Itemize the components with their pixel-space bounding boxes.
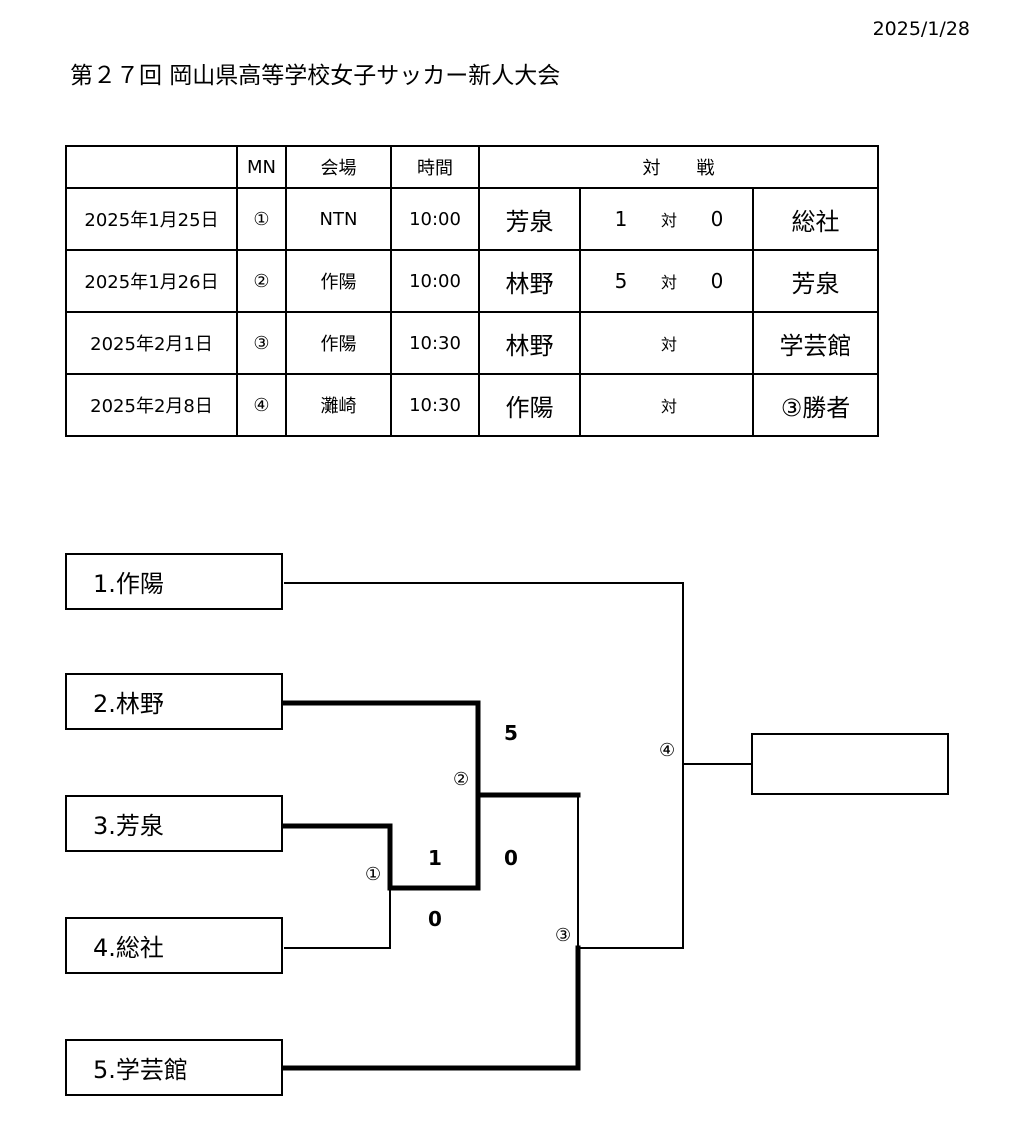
score-m1-bottom: 0	[428, 907, 442, 931]
row-venue: NTN	[285, 187, 392, 251]
row-time: 10:30	[390, 311, 480, 375]
vs-label: 対	[660, 273, 677, 292]
score-m2-top: 5	[504, 721, 518, 745]
line-team4	[284, 887, 391, 949]
page-title: 第２７回 岡山県高等学校女子サッカー新人大会	[70, 63, 561, 89]
document-date: 2025/1/28	[872, 18, 970, 40]
row-date: 2025年2月1日	[65, 311, 238, 375]
home-score: 1	[614, 207, 628, 231]
home-score: 5	[614, 269, 628, 293]
row-venue: 灘崎	[285, 373, 392, 437]
winner-box	[751, 733, 949, 795]
bracket-team-3: 3.芳泉	[65, 795, 283, 852]
table-row: 2025年1月25日 ① NTN 10:00 芳泉 1 対 0 総社	[65, 187, 880, 251]
row-time: 10:00	[390, 249, 480, 313]
line-team1	[284, 582, 684, 949]
schedule-table: MN 会場 時間 対 戦 2025年1月25日 ① NTN 10:00 芳泉 1…	[65, 145, 880, 437]
line-team3	[282, 792, 481, 891]
match-label-3: ③	[555, 925, 572, 946]
row-away: 学芸館	[751, 311, 880, 375]
row-home: 林野	[478, 311, 581, 375]
bracket-team-1: 1.作陽	[65, 553, 283, 610]
row-mn: ②	[236, 249, 287, 313]
table-header-row: MN 会場 時間 対 戦	[65, 145, 880, 189]
row-time: 10:00	[390, 187, 480, 251]
away-score: 0	[710, 269, 724, 293]
match-label-2: ②	[453, 769, 470, 790]
bracket-team-2: 2.林野	[65, 673, 283, 730]
match-label-4: ④	[659, 740, 676, 761]
row-score: 対	[579, 311, 754, 375]
header-time: 時間	[390, 145, 480, 189]
row-away: ③勝者	[751, 373, 880, 437]
row-mn: ③	[236, 311, 287, 375]
vs-label: 対	[660, 397, 677, 416]
header-mn: MN	[236, 145, 287, 189]
row-home: 作陽	[478, 373, 581, 437]
row-away: 総社	[751, 187, 880, 251]
row-date: 2025年1月25日	[65, 187, 238, 251]
table-row: 2025年2月8日 ④ 灘崎 10:30 作陽 対 ③勝者	[65, 373, 880, 437]
header-venue: 会場	[285, 145, 392, 189]
row-venue: 作陽	[285, 311, 392, 375]
table-row: 2025年2月1日 ③ 作陽 10:30 林野 対 学芸館	[65, 311, 880, 375]
score-m1-top: 1	[428, 846, 442, 870]
bracket-team-5: 5.学芸館	[65, 1039, 283, 1096]
row-venue: 作陽	[285, 249, 392, 313]
vs-label: 対	[660, 211, 677, 230]
bracket-team-4: 4.総社	[65, 917, 283, 974]
line-team2	[282, 700, 581, 798]
row-home: 林野	[478, 249, 581, 313]
row-mn: ①	[236, 187, 287, 251]
table-row: 2025年1月26日 ② 作陽 10:00 林野 5 対 0 芳泉	[65, 249, 880, 313]
match-label-1: ①	[365, 864, 382, 885]
header-match: 対 戦	[477, 145, 880, 189]
row-date: 2025年1月26日	[65, 249, 238, 313]
row-time: 10:30	[390, 373, 480, 437]
away-score: 0	[710, 207, 724, 231]
score-m2-bottom: 0	[504, 846, 518, 870]
row-mn: ④	[236, 373, 287, 437]
row-score: 対	[579, 373, 754, 437]
row-score: 1 対 0	[579, 187, 754, 251]
row-date: 2025年2月8日	[65, 373, 238, 437]
vs-label: 対	[660, 335, 677, 354]
row-score: 5 対 0	[579, 249, 754, 313]
row-home: 芳泉	[478, 187, 581, 251]
row-away: 芳泉	[751, 249, 880, 313]
header-date	[65, 145, 238, 189]
line-team5	[282, 945, 581, 1071]
